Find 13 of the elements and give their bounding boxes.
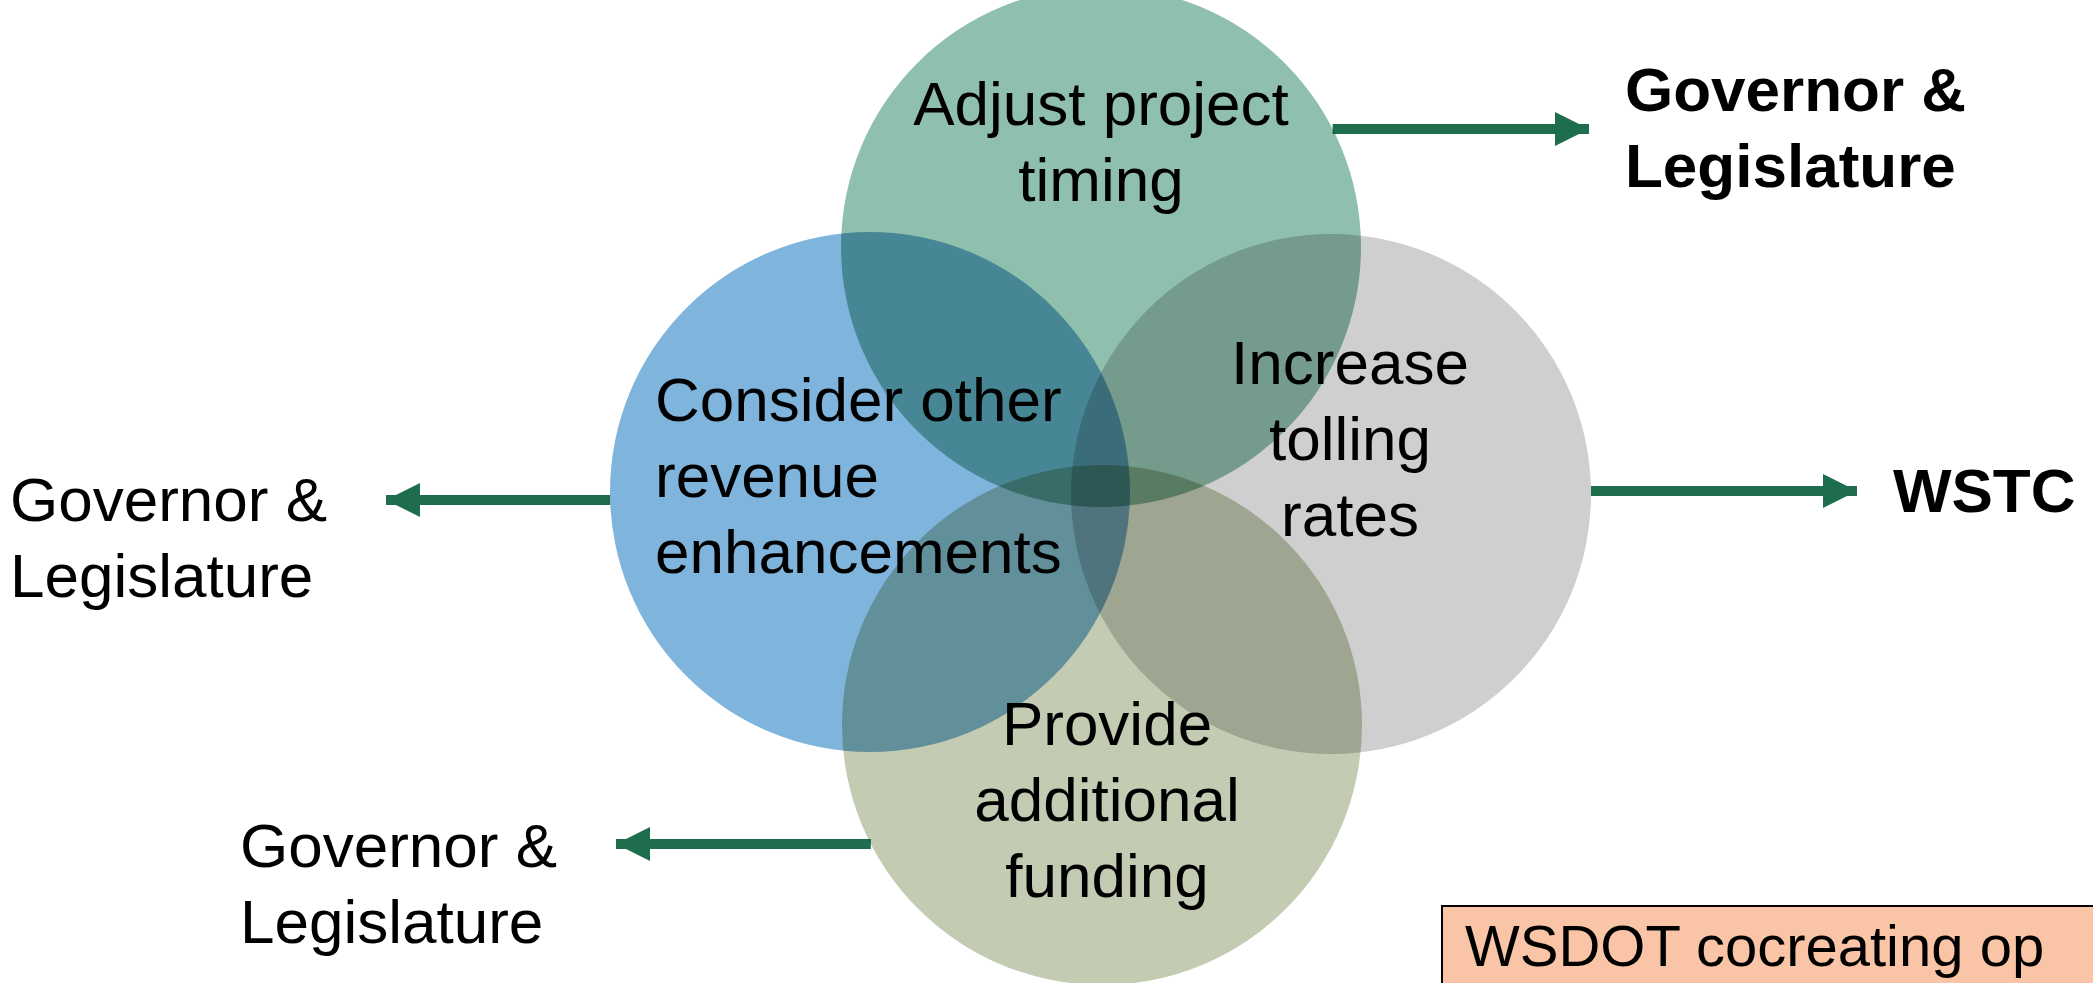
circle-label: Provide additional funding xyxy=(973,688,1241,912)
recipient-label: Governor & Legislature xyxy=(1625,52,1975,204)
arrow xyxy=(1591,474,1857,508)
circle-label: Consider other revenue enhancements xyxy=(655,364,1063,588)
arrow xyxy=(616,827,871,861)
arrow xyxy=(386,483,611,517)
note-box: WSDOT cocreating op xyxy=(1441,905,2093,983)
circle-label: Adjust project timing xyxy=(912,68,1290,216)
recipient-label: Governor & Legislature xyxy=(240,808,580,960)
recipient-label: Governor & Legislature xyxy=(10,462,350,614)
arrow xyxy=(1332,112,1589,146)
recipient-label: WSTC xyxy=(1893,453,2076,529)
circle-label: Increase tolling rates xyxy=(1230,327,1470,551)
